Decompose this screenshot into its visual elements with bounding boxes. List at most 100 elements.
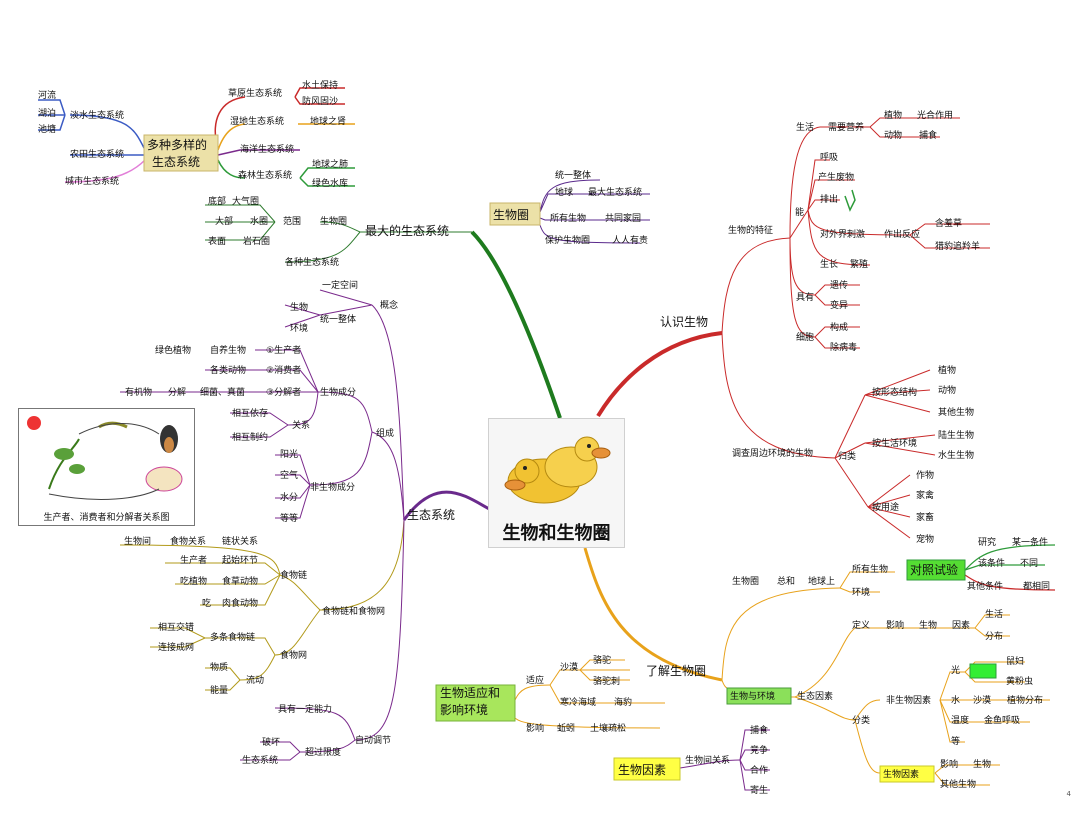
node-label: 能 bbox=[795, 206, 804, 218]
node-label: 水圈 bbox=[250, 215, 268, 227]
labels-layer: 多种多样的生态系统淡水生态系统河流湖泊池塘农田生态系统城市生态系统草原生态系统水… bbox=[38, 79, 1050, 796]
node-label: 动物 bbox=[938, 384, 956, 396]
node-label: 影响 bbox=[886, 619, 904, 631]
node-label: 研究 bbox=[978, 536, 996, 548]
node-label: 对照试验 bbox=[910, 562, 958, 577]
node-label: 因素 bbox=[952, 619, 970, 631]
node-label: 城市生态系统 bbox=[65, 175, 119, 187]
node-label: 链状关系 bbox=[222, 535, 258, 547]
node-label: 统一整体 bbox=[555, 169, 591, 181]
node-label: 相互交错 bbox=[158, 621, 194, 633]
node-label: 陆生生物 bbox=[938, 429, 974, 441]
node-label: 按形态结构 bbox=[872, 386, 917, 398]
node-label: 相互制约 bbox=[232, 431, 268, 443]
node-label: 吃 bbox=[202, 597, 211, 609]
node-label: 骆驼刺 bbox=[593, 675, 620, 687]
node-label: 生物成分 bbox=[320, 386, 356, 398]
node-label: 各种生态系统 bbox=[285, 256, 339, 268]
node-label: 共同家园 bbox=[605, 212, 641, 224]
branch-red bbox=[596, 331, 723, 418]
branch-orange bbox=[583, 547, 723, 682]
node-label: 超过限度 bbox=[305, 746, 341, 758]
node-label: 地球上 bbox=[808, 575, 835, 587]
node-label: 植物 bbox=[884, 109, 902, 121]
node-label: 破坏 bbox=[262, 736, 280, 748]
node-label: 生物 bbox=[973, 758, 991, 770]
node-label: 最大的生态系统 bbox=[365, 223, 449, 238]
node-label: 肉食动物 bbox=[222, 597, 258, 609]
duck-icon bbox=[504, 436, 611, 504]
node-label: 细菌、真菌 bbox=[200, 386, 245, 398]
node-label: 池塘 bbox=[38, 123, 56, 135]
node-label: 分类 bbox=[852, 714, 870, 726]
node-label: 合作 bbox=[750, 764, 768, 776]
node-label: 吃植物 bbox=[180, 575, 207, 587]
node-label: 都相同 bbox=[1023, 580, 1050, 592]
node-label: 自动调节 bbox=[355, 734, 391, 746]
node-label: 捕食 bbox=[919, 129, 937, 141]
node-label: 水生生物 bbox=[938, 449, 974, 461]
relationship-illustration: 生产者、消费者和分解者关系图 bbox=[18, 408, 195, 526]
node-label: 变异 bbox=[830, 299, 848, 311]
node-label: 黄粉虫 bbox=[1006, 675, 1033, 687]
node-label: 保护生物圈 bbox=[545, 234, 590, 246]
node-label: 多条食物链 bbox=[210, 631, 255, 643]
node-label: 不同 bbox=[1020, 558, 1038, 569]
page-number: 4 bbox=[1066, 790, 1071, 798]
node-label: 大部 bbox=[215, 215, 233, 227]
node-label: 生长 bbox=[820, 258, 838, 270]
node-label: 最大生态系统 bbox=[588, 186, 642, 198]
node-label: 生态系统 bbox=[152, 155, 200, 169]
center-title: 生物和生物圈 bbox=[502, 523, 611, 544]
node-label: 等等 bbox=[280, 512, 298, 524]
node-label: 生物 bbox=[290, 301, 308, 313]
node-label: 植物分布 bbox=[1007, 694, 1043, 706]
node-label: 生物 bbox=[919, 619, 937, 631]
node-label: 各类动物 bbox=[210, 364, 246, 376]
node-label: 生活 bbox=[985, 608, 1003, 620]
box-diverse bbox=[143, 134, 219, 172]
node-label: 捕食 bbox=[750, 724, 768, 736]
node-label: 需要营养 bbox=[828, 121, 864, 133]
node-label: 家畜 bbox=[916, 511, 934, 523]
node-label: 组成 bbox=[376, 427, 394, 439]
node-label: 细胞 bbox=[796, 331, 814, 343]
node-label: 环境 bbox=[290, 322, 308, 334]
node-label: 地球之肾 bbox=[310, 115, 346, 127]
node-label: 按生活环境 bbox=[872, 437, 917, 449]
box-biosphere bbox=[489, 202, 541, 226]
node-label: 具有 bbox=[796, 291, 814, 303]
node-label: 非生物因素 bbox=[886, 694, 931, 706]
node-label: 生物间 bbox=[124, 535, 151, 547]
node-label: 产生废物 bbox=[818, 171, 854, 183]
node-label: 物质 bbox=[210, 661, 228, 673]
node-label: 光合作用 bbox=[917, 109, 953, 121]
node-label: 生物圈 bbox=[732, 575, 759, 587]
node-label: 骆驼 bbox=[593, 654, 611, 666]
node-label: 总和 bbox=[777, 575, 795, 587]
node-label: 底部 bbox=[208, 195, 226, 207]
node-label: 生物因素 bbox=[618, 763, 666, 777]
node-label: 适应 bbox=[526, 674, 544, 686]
node-label: 其他生物 bbox=[938, 406, 974, 418]
node-label: 生态系统 bbox=[242, 754, 278, 766]
node-label: 沙漠 bbox=[973, 695, 991, 706]
node-label: 能量 bbox=[210, 684, 228, 696]
node-label: 大气圈 bbox=[232, 195, 259, 207]
box-biofactor bbox=[613, 757, 681, 781]
node-label: 阳光 bbox=[280, 448, 298, 460]
node-label: 生活 bbox=[796, 121, 814, 133]
food-cycle-icon bbox=[27, 416, 183, 500]
node-label: 生物与环境 bbox=[730, 690, 775, 702]
node-label: 河流 bbox=[38, 89, 56, 101]
node-label: 生物圈 bbox=[320, 215, 347, 227]
node-label: 宠物 bbox=[916, 533, 934, 545]
box-control bbox=[906, 559, 966, 581]
node-label: ①生产者 bbox=[266, 344, 301, 356]
node-label: 排出 bbox=[820, 193, 838, 205]
node-label: 食物链 bbox=[280, 569, 307, 581]
node-label: 按用途 bbox=[872, 501, 899, 513]
node-label: 呼吸 bbox=[820, 152, 838, 163]
node-label: ②消费者 bbox=[266, 364, 301, 376]
box-bioenv bbox=[726, 687, 792, 705]
